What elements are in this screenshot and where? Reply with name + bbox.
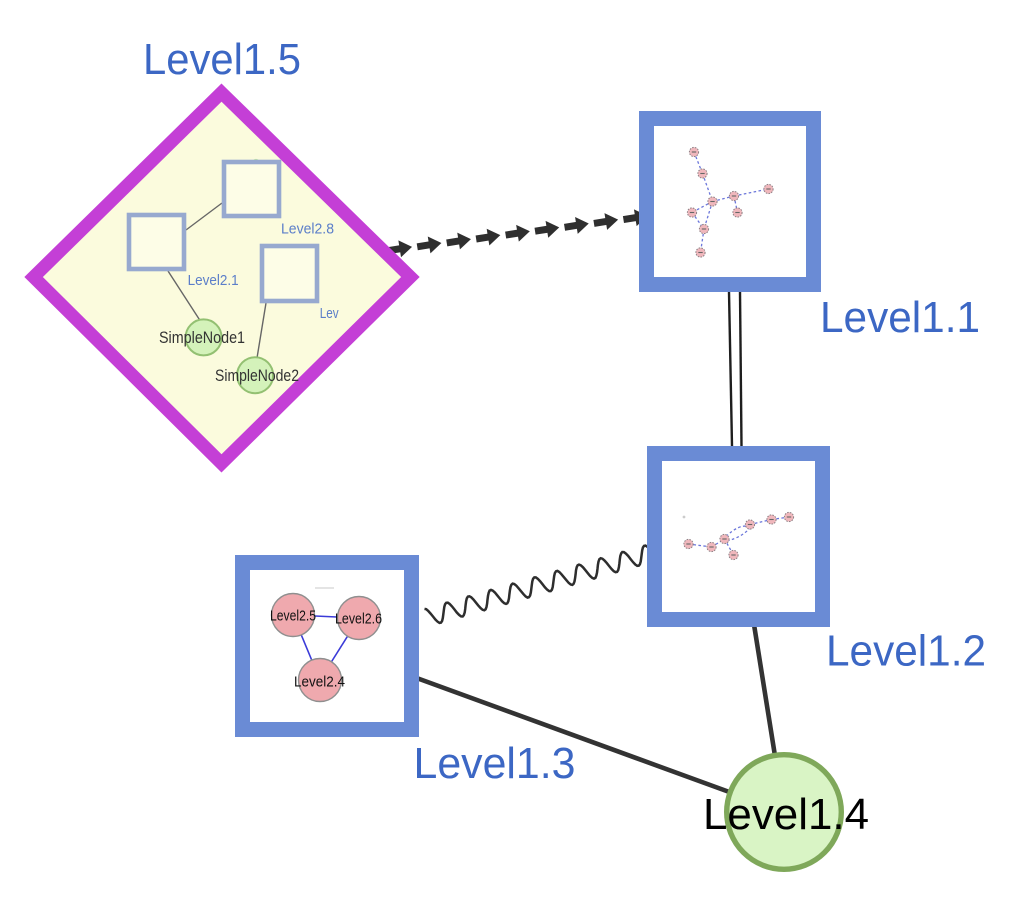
svg-text:Level2.8: Level2.8: [281, 221, 334, 238]
svg-text:Lev: Lev: [320, 305, 339, 322]
svg-text:Level2.5: Level2.5: [270, 608, 316, 625]
svg-text:Level1.5: Level1.5: [143, 35, 301, 84]
svg-text:Level2.1: Level2.1: [188, 272, 239, 289]
svg-text:Level1.1: Level1.1: [820, 293, 980, 342]
svg-text:Level2.6: Level2.6: [335, 611, 382, 628]
svg-text:Level1.2: Level1.2: [826, 626, 986, 675]
svg-text:Level2.4: Level2.4: [294, 674, 345, 691]
svg-text:Level1.3: Level1.3: [414, 739, 576, 788]
svg-text:SimpleNode2: SimpleNode2: [215, 366, 299, 385]
svg-text:SimpleNode1: SimpleNode1: [159, 328, 245, 347]
svg-text:Level1.4: Level1.4: [703, 790, 869, 839]
